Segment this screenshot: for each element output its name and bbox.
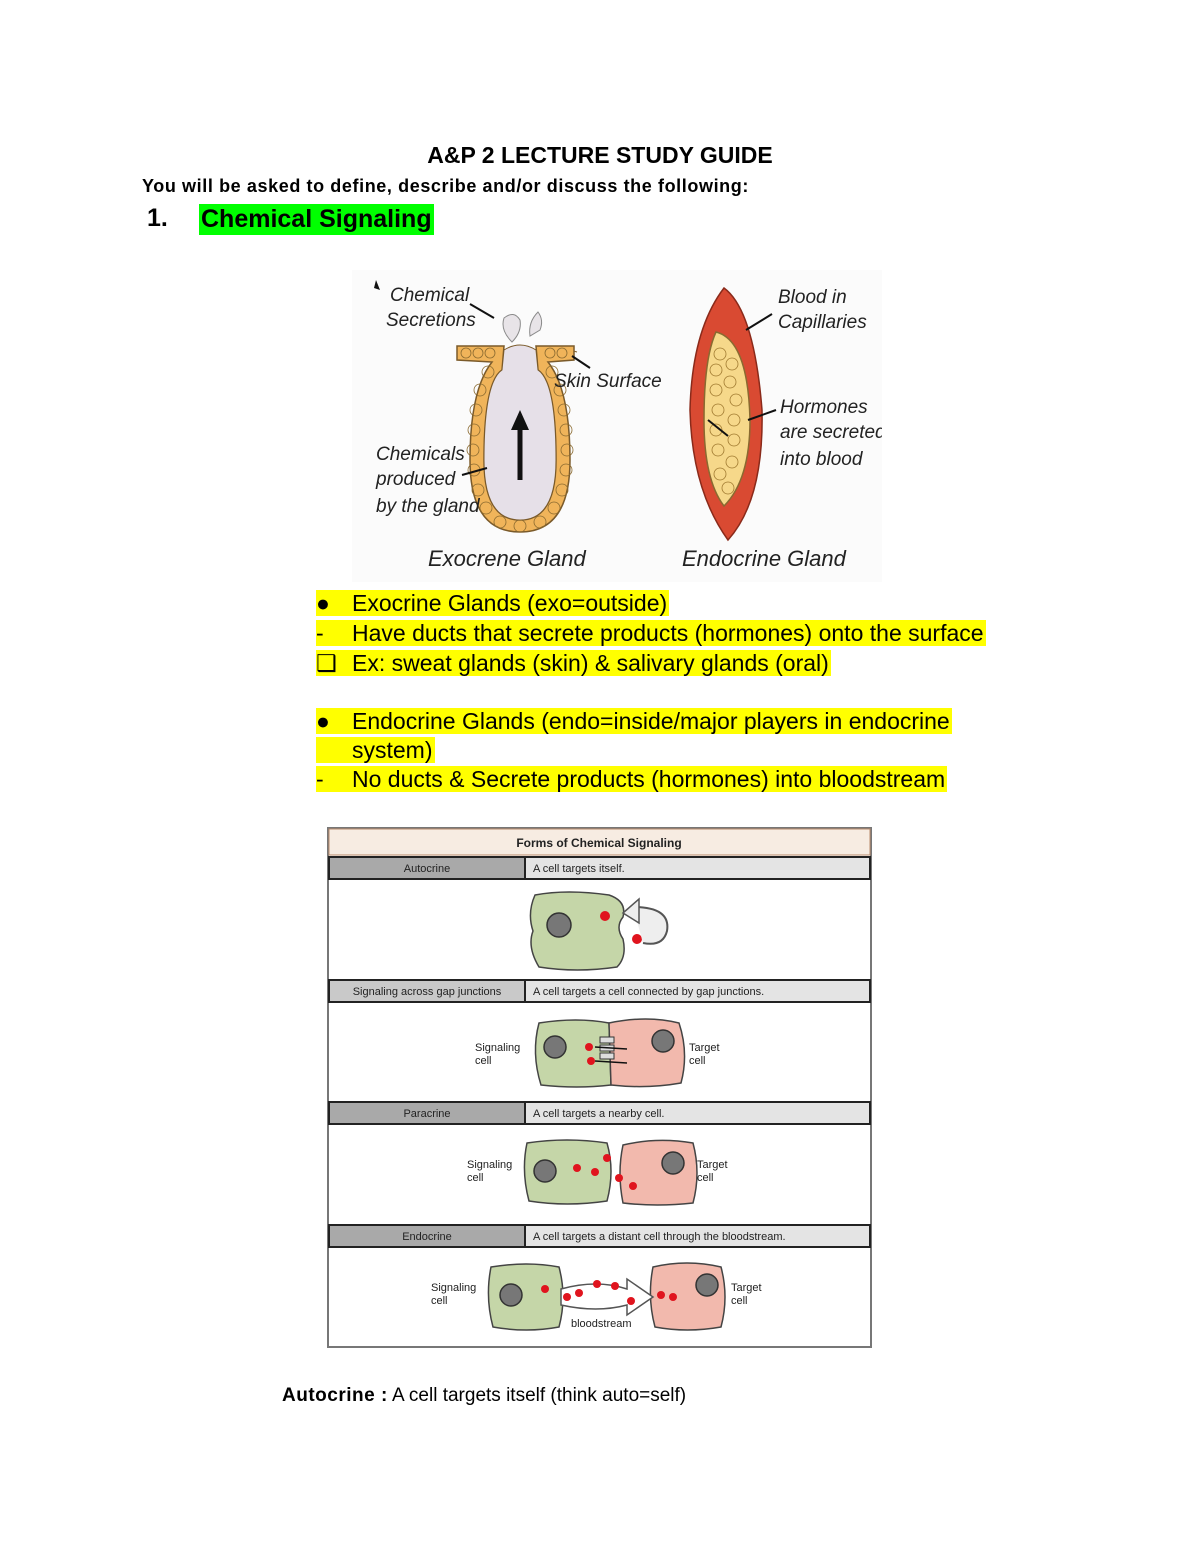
dash-marker: - xyxy=(316,766,324,792)
autocrine-diagram xyxy=(529,891,669,971)
note-exo-detail-text: Have ducts that secrete products (hormon… xyxy=(352,620,984,646)
note-exo-heading-text: Exocrine Glands (exo=outside) xyxy=(352,590,668,616)
paracrine-diagram xyxy=(523,1139,698,1206)
exo-label-secretions-1: Chemical xyxy=(390,285,470,306)
note-exo-heading: ● Exocrine Glands (exo=outside) xyxy=(316,589,670,618)
bloodstream-label: bloodstream xyxy=(571,1318,632,1330)
row-endocrine-desc: A cell targets a distant cell through th… xyxy=(533,1231,786,1243)
row-autocrine-desc: A cell targets itself. xyxy=(533,863,625,875)
note-endo-detail: - No ducts & Secrete products (hormones) … xyxy=(316,765,948,794)
gap-signaling-label-1: Signaling xyxy=(475,1042,520,1054)
box-marker: ❑ xyxy=(316,650,337,676)
section-title: Chemical Signaling xyxy=(199,204,434,235)
note-endo-heading-cont-text: system) xyxy=(352,737,433,763)
note-exo-detail: - Have ducts that secrete products (hormo… xyxy=(316,619,986,648)
exo-label-chem-1: Chemicals xyxy=(376,444,465,465)
exo-label-chem-3: by the gland xyxy=(376,496,481,517)
note-endo-detail-text: No ducts & Secrete products (hormones) i… xyxy=(352,766,946,792)
endo-signaling-label-2: cell xyxy=(431,1295,448,1307)
note-endo-heading-text: Endocrine Glands (endo=inside/major play… xyxy=(352,708,950,734)
endocrine-diagram xyxy=(487,1262,726,1331)
row-paracrine-name: Paracrine xyxy=(403,1108,450,1120)
gap-signaling-label-2: cell xyxy=(475,1055,492,1067)
exo-label-surface: Skin Surface xyxy=(554,371,662,392)
gap-target-label-2: cell xyxy=(689,1055,706,1067)
endo-target-label-1: Target xyxy=(731,1282,762,1294)
para-target-label-1: Target xyxy=(697,1159,728,1171)
row-paracrine-desc: A cell targets a nearby cell. xyxy=(533,1108,664,1120)
note-endo-heading-cont: system) xyxy=(316,736,435,765)
gap-junction-diagram xyxy=(534,1018,686,1088)
endocrine-gland-drawing xyxy=(689,286,777,542)
para-signaling-label-2: cell xyxy=(467,1172,484,1184)
exocrine-gland-drawing xyxy=(374,280,591,533)
autocrine-note: Autocrine : A cell targets itself (think… xyxy=(282,1385,686,1407)
endo-label-horm-3: into blood xyxy=(780,449,864,470)
endo-label-horm-1: Hormones xyxy=(780,397,868,418)
exo-label-chem-2: produced xyxy=(375,469,457,490)
row-gap-name: Signaling across gap junctions xyxy=(353,986,502,998)
row-gap-desc: A cell targets a cell connected by gap j… xyxy=(533,986,764,998)
exo-label-secretions-2: Secretions xyxy=(386,310,476,331)
endo-label-blood-1: Blood in xyxy=(778,287,847,308)
exo-caption: Exocrene Gland xyxy=(428,546,587,571)
table-title: Forms of Chemical Signaling xyxy=(516,836,681,850)
row-endocrine-name: Endocrine xyxy=(402,1231,452,1243)
gland-figure: Chemical Secretions Skin Surface Chemica… xyxy=(352,270,887,582)
dash-marker: - xyxy=(316,620,324,646)
bullet-marker: ● xyxy=(316,708,330,734)
para-target-label-2: cell xyxy=(697,1172,714,1184)
note-endo-heading: ● Endocrine Glands (endo=inside/major pla… xyxy=(316,707,952,736)
signaling-forms-figure: Forms of Chemical Signaling Autocrine A … xyxy=(327,827,872,1348)
section-number: 1. xyxy=(147,204,168,232)
page-title: A&P 2 LECTURE STUDY GUIDE xyxy=(427,142,773,168)
note-exo-example: ❑ Ex: sweat glands (skin) & salivary glan… xyxy=(316,649,831,678)
bullet-marker: ● xyxy=(316,590,330,616)
gap-target-label-1: Target xyxy=(689,1042,720,1054)
endo-signaling-label-1: Signaling xyxy=(431,1282,476,1294)
autocrine-definition: A cell targets itself (think auto=self) xyxy=(387,1385,687,1406)
endo-label-blood-2: Capillaries xyxy=(778,312,867,333)
endo-target-label-2: cell xyxy=(731,1295,748,1307)
row-autocrine-name: Autocrine xyxy=(404,863,450,875)
endo-caption: Endocrine Gland xyxy=(682,546,847,571)
signaling-forms-table: Forms of Chemical Signaling Autocrine A … xyxy=(327,827,872,1348)
note-exo-example-text: Ex: sweat glands (skin) & salivary gland… xyxy=(352,650,829,676)
endo-label-horm-2: are secreted xyxy=(780,422,882,443)
gland-illustration: Chemical Secretions Skin Surface Chemica… xyxy=(374,280,887,571)
autocrine-term: Autocrine : xyxy=(282,1385,388,1406)
page-subtitle: You will be asked to define, describe an… xyxy=(142,176,749,196)
para-signaling-label-1: Signaling xyxy=(467,1159,512,1171)
